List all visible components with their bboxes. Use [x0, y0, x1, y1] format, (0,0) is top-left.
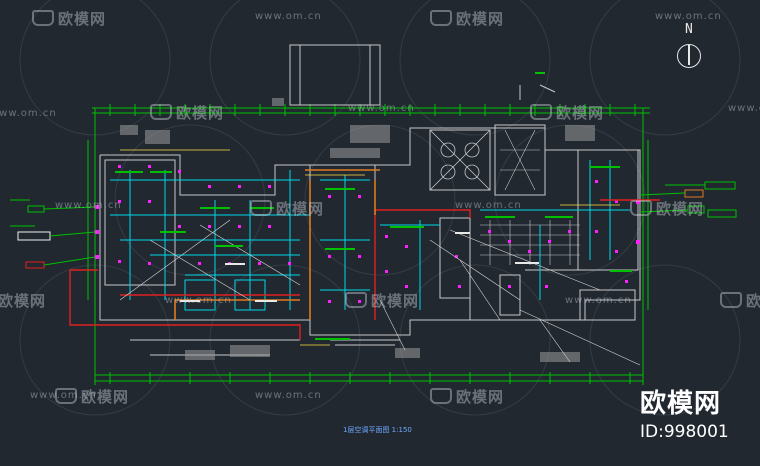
ceiling-grid-right	[480, 129, 580, 265]
ouomo-logo-icon	[250, 200, 272, 216]
drawing-caption: 1层空调平面图 1:150	[343, 426, 412, 434]
outdoor-unit-tags-right	[639, 181, 737, 218]
watermark-logo: 欧模网	[150, 102, 224, 123]
watermark-logo: 欧模网	[430, 8, 504, 29]
watermark-url: www.om.cn	[565, 295, 632, 306]
hvac-device-symbols	[95, 165, 640, 303]
ouomo-logo-icon	[430, 10, 452, 26]
watermark-url: www.om.cn	[255, 390, 322, 401]
brand-id: ID:998001	[640, 422, 729, 442]
cyan-ducts	[110, 160, 630, 311]
mechanical-room-grille	[429, 129, 491, 191]
north-arrow-icon	[677, 44, 701, 68]
watermark-url: www.om.cn	[165, 295, 232, 306]
dimension-ticks	[109, 104, 636, 384]
watermark-logo: 欧模网	[0, 292, 47, 310]
watermark-logo: 欧模网	[32, 8, 106, 29]
watermark-url: www.om.cn	[728, 103, 760, 114]
text-annotations-white	[180, 232, 539, 302]
watermark-logo: 欧模网	[530, 102, 604, 123]
dimension-lines-yellow	[120, 149, 620, 346]
text-annotations	[115, 72, 632, 340]
watermark-logo: 欧模网	[630, 198, 704, 219]
ouomo-logo-icon	[720, 292, 742, 308]
ouomo-logo-icon	[32, 10, 54, 26]
watermark-url: www.om.cn	[348, 103, 415, 114]
watermark-logo: 欧模网	[55, 386, 129, 407]
outdoor-unit-tags-left	[10, 199, 96, 269]
ouomo-logo-icon	[150, 104, 172, 120]
watermark-logo: 欧模网	[345, 290, 419, 311]
leader-lines	[119, 219, 641, 366]
north-arrow-label: N	[685, 22, 693, 37]
watermark-url: www.om.cn	[255, 11, 322, 22]
watermark-url: www.om.cn	[55, 200, 122, 211]
ouomo-logo-icon	[530, 104, 552, 120]
brand-name-text: 欧模网	[640, 389, 722, 419]
north-arrow-needle	[688, 45, 690, 65]
brand-badge: 欧模网 ID:998001	[640, 390, 729, 442]
ouomo-logo-icon	[430, 388, 452, 404]
ouomo-logo-icon	[55, 388, 77, 404]
watermark-url: www.om.cn	[0, 108, 57, 119]
watermark-logo: 欧模网	[250, 198, 324, 219]
watermark-url: www.om.cn	[455, 200, 522, 211]
ouomo-logo-icon	[345, 292, 367, 308]
watermark-url: www.om.cn	[30, 390, 97, 401]
brand-name: 欧模网	[640, 390, 729, 418]
watermark-logo: 欧模网	[430, 386, 504, 407]
ouomo-logo-icon	[630, 200, 652, 216]
fixture-blocks	[120, 98, 595, 362]
watermark-logo: 欧模网	[720, 290, 760, 311]
watermark-url: www.om.cn	[655, 11, 722, 22]
